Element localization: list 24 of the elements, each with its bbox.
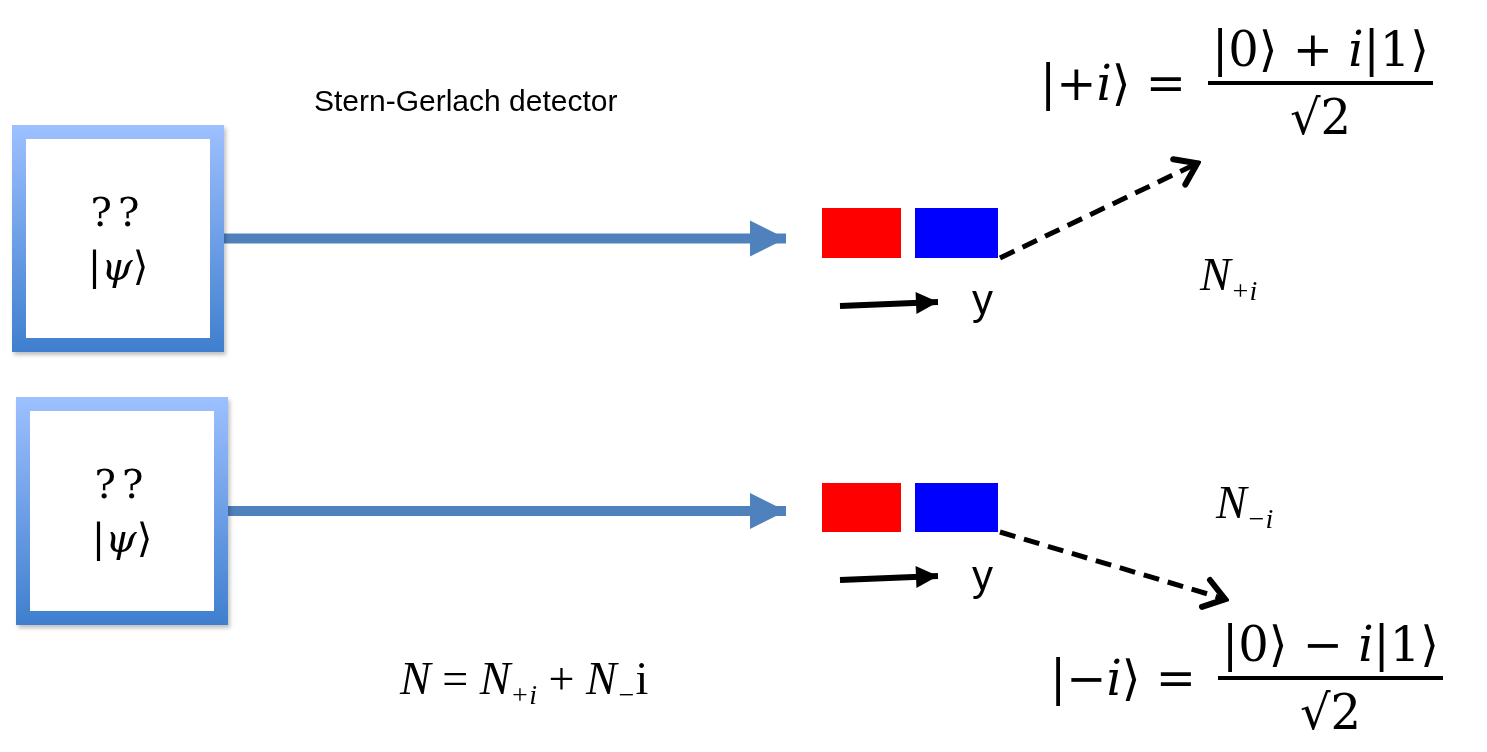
detector-label: Stern-Gerlach detector (314, 84, 618, 118)
question-marks: ?? (94, 460, 150, 508)
numerator: |0⟩ − i|1⟩ (1217, 616, 1443, 680)
beam-arrow (228, 493, 786, 529)
ket-symbol: |ψ⟩ (91, 514, 153, 562)
sum-equation: N = N$_{+i}$ + N$_{−}$i (400, 652, 649, 712)
axis-label: y (972, 552, 993, 600)
dashed-arrow (998, 156, 1201, 261)
denominator: √2 (1299, 683, 1361, 740)
equation-lhs: |+i⟩ = (1040, 55, 1186, 111)
count-label: N$_{+i}$ (1200, 248, 1258, 308)
count-label: N$_{−i}$ (1216, 476, 1274, 536)
stern-gerlach-magnet (822, 483, 998, 532)
stern-gerlach-magnet (822, 208, 998, 258)
axis-label: y (972, 276, 993, 324)
state-box (16, 397, 228, 625)
numerator: |0⟩ + i|1⟩ (1207, 21, 1433, 85)
question-marks: ?? (90, 187, 146, 236)
denominator: √2 (1289, 88, 1351, 145)
equation-lhs: |−i⟩ = (1050, 650, 1196, 706)
dashed-arrow (999, 529, 1229, 610)
state-box (12, 125, 224, 352)
beam-arrow (224, 220, 786, 257)
ket-symbol: |ψ⟩ (87, 241, 149, 290)
